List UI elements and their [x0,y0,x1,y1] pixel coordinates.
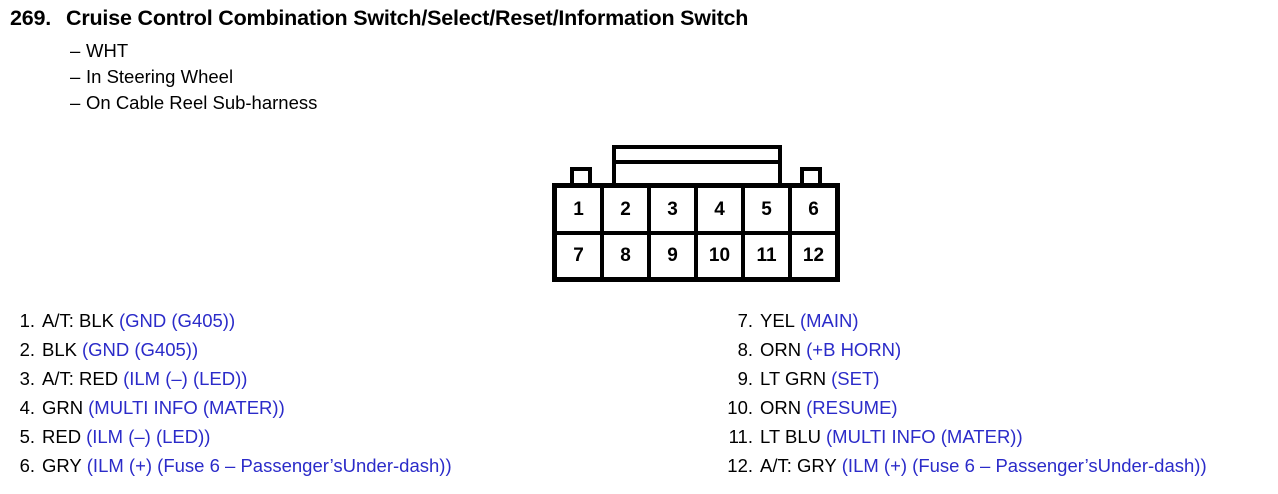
pin-cell: 12 [788,234,835,277]
pin-cell: 9 [647,234,694,277]
legend-circuit-note: (ILM (–) (LED)) [86,426,211,447]
pin-cell: 6 [788,188,835,231]
legend-circuit-note: (RESUME) [806,397,898,418]
legend-item: 6. GRY (ILM (+) (Fuse 6 – Passenger’sUnd… [10,451,630,480]
legend-circuit-note: (ILM (–) (LED)) [123,368,248,389]
legend-circuit-note: (SET) [831,368,880,389]
legend-number: 2. [19,339,35,360]
subtitle-item: – On Cable Reel Sub-harness [70,90,1110,116]
legend-circuit-note: (ILM (+) (Fuse 6 – Passenger’sUnder-dash… [86,455,452,476]
dash-bullet: – [70,66,81,87]
subtitle-item: – WHT [70,38,1110,64]
subtitle-label: In Steering Wheel [86,66,234,87]
legend-number: 12. [727,455,753,476]
legend-circuit-note: (ILM (+) (Fuse 6 – Passenger’sUnder-dash… [841,455,1207,476]
legend-number: 4. [19,397,35,418]
legend-number: 8. [737,339,753,360]
legend-item: 3. A/T: RED (ILM (–) (LED)) [10,364,630,393]
legend-item: 5. RED (ILM (–) (LED)) [10,422,630,451]
legend-wire-code: A/T: RED [42,368,119,389]
pin-cell: 1 [573,198,584,220]
legend-number: 10. [727,397,753,418]
legend-number: 6. [19,455,35,476]
legend-item: 11. LT BLU (MULTI INFO (MATER)) [718,422,1278,451]
connector-diagram: 1 2 3 4 5 6 7 8 9 10 11 12 [552,145,840,285]
legend-wire-code: LT BLU [760,426,822,447]
legend-circuit-note: (MULTI INFO (MATER)) [826,426,1023,447]
connector-body: 1 2 3 4 5 6 7 8 9 10 11 12 [552,183,840,282]
legend-wire-code: GRN [42,397,84,418]
pin-cell: 4 [694,188,741,231]
legend-wire-code: BLK [42,339,77,360]
connector-keying-nub-left [570,167,592,187]
legend-item: 1. A/T: BLK (GND (G405)) [10,306,630,335]
pin-row-bottom: 7 8 9 10 11 12 [557,230,835,277]
legend-wire-code: LT GRN [760,368,827,389]
legend-wire-code: YEL [760,310,795,331]
legend-item: 2. BLK (GND (G405)) [10,335,630,364]
legend-item: 10. ORN (RESUME) [718,393,1278,422]
pin-cell: 10 [694,234,741,277]
subtitle-label: WHT [86,40,129,61]
title-text: Cruise Control Combination Switch/Select… [66,6,749,30]
pin-cell: 7 [573,245,584,267]
legend-item: 12. A/T: GRY (ILM (+) (Fuse 6 – Passenge… [718,451,1278,480]
pin-cell: 2 [600,188,647,231]
pin-cell: 8 [600,234,647,277]
title-number: 269. [10,6,52,30]
legend-item: 7. YEL (MAIN) [718,306,1278,335]
pin-cell: 3 [647,188,694,231]
legend-circuit-note: (GND (G405)) [118,310,236,331]
subtitle-list: – WHT – In Steering Wheel – On Cable Ree… [10,38,1110,116]
legend-number: 1. [19,310,35,331]
legend-circuit-note: (+B HORN) [806,339,902,360]
pin-cell: 11 [741,234,788,277]
legend-circuit-note: (MULTI INFO (MATER)) [88,397,285,418]
legend-wire-code: RED [42,426,82,447]
header-block: 269. Cruise Control Combination Switch/S… [10,6,1110,116]
legend-number: 11. [728,426,753,447]
legend-wire-code: A/T: BLK [42,310,114,331]
pin-row-top: 1 2 3 4 5 6 [557,188,835,231]
legend-circuit-note: (GND (G405)) [81,339,199,360]
legend-number: 5. [19,426,35,447]
subtitle-item: – In Steering Wheel [70,64,1110,90]
legend-wire-code: GRY [42,455,82,476]
legend-circuit-note: (MAIN) [799,310,859,331]
legend-number: 9. [737,368,753,389]
legend-number: 7. [737,310,753,331]
pin-cell: 5 [741,188,788,231]
connector-keying-nub-right [800,167,822,187]
legend-wire-code: A/T: GRY [760,455,837,476]
dash-bullet: – [70,40,81,61]
legend-wire-code: ORN [760,339,802,360]
legend-item: 8. ORN (+B HORN) [718,335,1278,364]
subtitle-label: On Cable Reel Sub-harness [86,92,318,113]
connector-latch-slot [616,160,778,164]
connector-latch-tab [612,145,782,185]
legend-number: 3. [19,368,35,389]
legend-item: 4. GRN (MULTI INFO (MATER)) [10,393,630,422]
legend-item: 9. LT GRN (SET) [718,364,1278,393]
page-title: 269. Cruise Control Combination Switch/S… [10,6,1110,31]
pin-legend-left: 1. A/T: BLK (GND (G405)) 2. BLK (GND (G4… [10,306,630,480]
dash-bullet: – [70,92,81,113]
pin-legend-right: 7. YEL (MAIN) 8. ORN (+B HORN) 9. LT GRN… [718,306,1278,480]
legend-wire-code: ORN [760,397,802,418]
